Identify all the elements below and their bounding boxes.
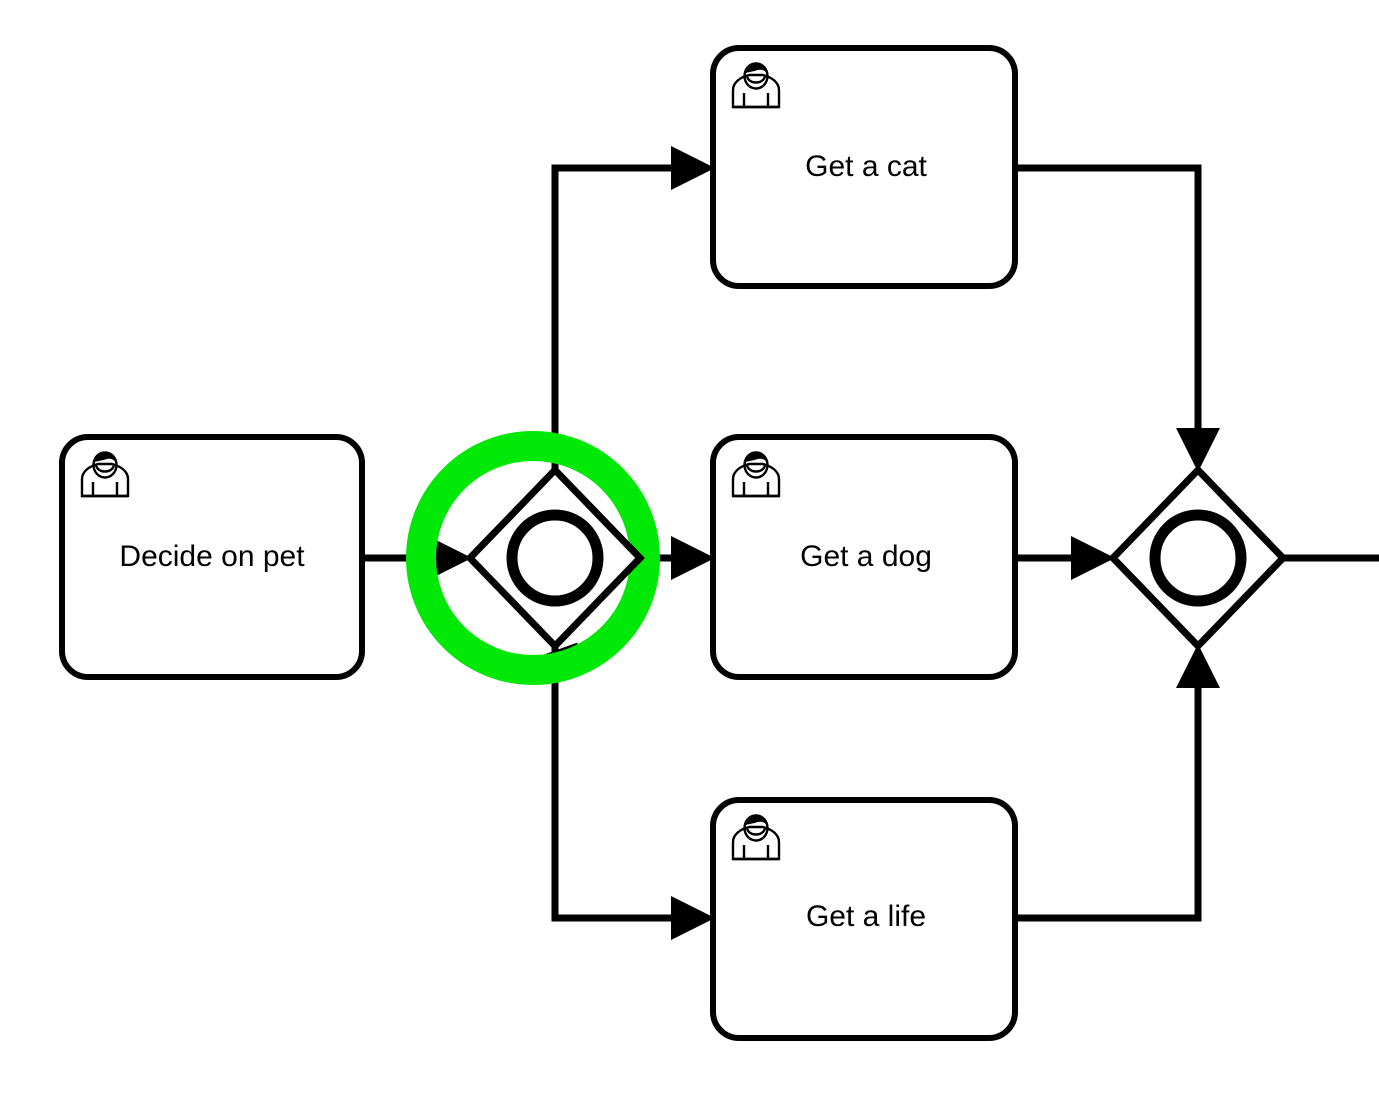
flow-split-to-cat[interactable] bbox=[551, 146, 715, 470]
task-label: Get a life bbox=[806, 900, 926, 933]
inclusive-gateway-marker bbox=[506, 509, 604, 607]
sequence-flows bbox=[362, 146, 1379, 940]
gateway-split-inclusive[interactable] bbox=[406, 431, 660, 685]
gateway-diamond[interactable] bbox=[1108, 464, 1288, 652]
gateway-diamond[interactable] bbox=[465, 464, 645, 652]
task-label: Get a dog bbox=[800, 540, 932, 573]
flow-life-to-join[interactable] bbox=[1015, 644, 1220, 922]
task-label: Get a cat bbox=[805, 150, 927, 183]
task-decide-on-pet[interactable]: Decide on pet bbox=[59, 434, 365, 680]
flow-cat-to-join[interactable] bbox=[1015, 164, 1220, 472]
inclusive-gateway-marker bbox=[1149, 509, 1247, 607]
selection-highlight-ring bbox=[406, 431, 660, 685]
task-get-a-life[interactable]: Get a life bbox=[710, 797, 1018, 1041]
task-get-a-cat[interactable]: Get a cat bbox=[710, 45, 1018, 289]
task-shape[interactable] bbox=[710, 434, 1018, 680]
task-shape[interactable] bbox=[59, 434, 365, 680]
task-get-a-dog[interactable]: Get a dog bbox=[710, 434, 1018, 680]
flow-dog-to-join[interactable] bbox=[1015, 536, 1115, 580]
task-shape[interactable] bbox=[710, 797, 1018, 1041]
flow-split-to-life[interactable] bbox=[527, 642, 715, 940]
gateway-join-inclusive[interactable] bbox=[1108, 464, 1288, 652]
task-label: Decide on pet bbox=[119, 540, 305, 573]
task-shape[interactable] bbox=[710, 45, 1018, 289]
